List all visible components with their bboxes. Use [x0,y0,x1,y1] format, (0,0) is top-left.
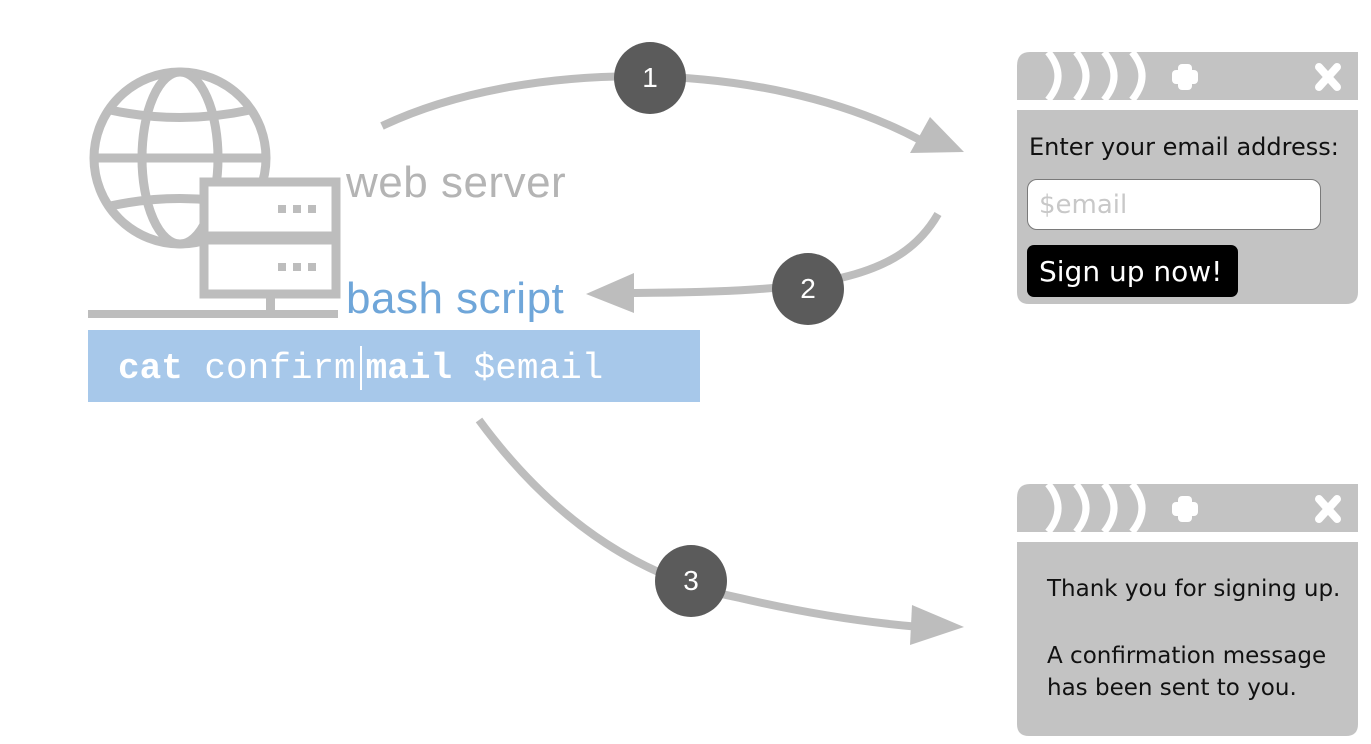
thanks-message: Thank you for signing up. [1047,576,1341,602]
arrow-confirm [475,417,964,645]
pipe-separator [359,346,362,391]
step-3-badge: 3 [655,545,727,617]
bash-script-label: bash script [346,274,565,323]
step-1-badge: 1 [614,42,686,114]
arrow-submit [586,212,942,313]
confirmation-message: A confirmation message has been sent to … [1047,643,1327,701]
step-2-badge: 2 [772,253,844,325]
close-icon [1315,495,1341,523]
web-server-label: web server [346,158,567,207]
sign-up-button[interactable]: Sign up now! [1027,245,1238,297]
command-email: $email [452,348,604,389]
thanks-window-frame [1017,481,1358,736]
new-tab-icon [1172,64,1198,90]
email-prompt-label: Enter your email address: [1029,133,1339,161]
command-bar [88,330,700,402]
server-rack-icon [88,177,341,318]
close-icon [1315,63,1341,91]
command-mail: mail [365,348,453,389]
command-cat: cat [118,348,183,389]
email-input[interactable] [1027,179,1321,230]
command-confirm: confirm [182,348,356,389]
new-tab-icon [1172,496,1198,522]
